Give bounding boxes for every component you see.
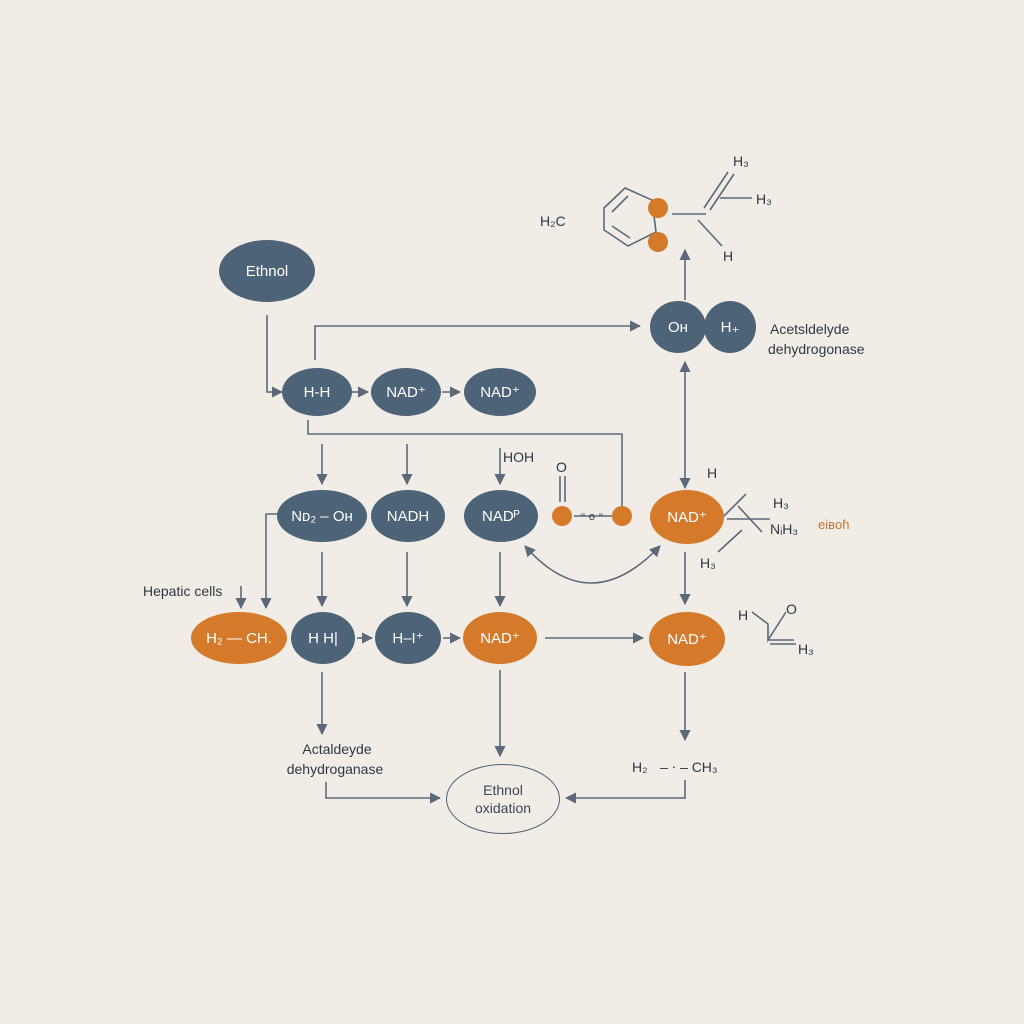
node-ethanol[interactable]: Ethnol bbox=[219, 240, 315, 302]
node-row2-nad-orange-label: NAD⁺ bbox=[667, 509, 707, 526]
node-row1-nad-a[interactable]: NAD⁺ bbox=[371, 368, 441, 416]
arrow-nad-row2-left bbox=[260, 513, 278, 610]
node-oh-label: Oʜ bbox=[668, 318, 688, 336]
label-h3-ald: H₃ bbox=[798, 641, 814, 657]
node-row3-h-i-label: H–I⁺ bbox=[392, 630, 424, 647]
orange-dot-left bbox=[552, 506, 572, 526]
molecule-bonds bbox=[672, 171, 752, 247]
node-row2-n[interactable]: Nᴅ₂ – Oʜ bbox=[277, 490, 367, 542]
arrow-curved bbox=[524, 545, 661, 584]
node-row1-hh[interactable]: H-H bbox=[282, 368, 352, 416]
node-row2-nad-orange[interactable]: NAD⁺ bbox=[650, 490, 724, 544]
label-h2-bottom: H₂ bbox=[632, 759, 648, 775]
label-mol-h: H bbox=[723, 248, 734, 264]
connector-loop-right bbox=[307, 420, 623, 506]
arrow-left-into-oxidation bbox=[325, 782, 442, 804]
node-row1-nad-a-label: NAD⁺ bbox=[386, 384, 426, 401]
node-row1-nad-b-label: NAD⁺ bbox=[480, 384, 520, 401]
bond-o-top bbox=[559, 476, 566, 502]
arrow-right-into-oxidation bbox=[564, 780, 686, 804]
node-row1-nad-b[interactable]: NAD⁺ bbox=[464, 368, 536, 416]
arrow-top-bar-to-oh bbox=[314, 320, 642, 360]
label-h3-lower: H₃ bbox=[700, 555, 716, 571]
label-acetaldehyde-top-2: dehydrogonase bbox=[768, 341, 865, 357]
label-ethoh: eiʙoɦ bbox=[818, 517, 850, 532]
label-mol-h3b: H₃ bbox=[756, 191, 772, 207]
node-row2-nadp[interactable]: NADᴾ bbox=[464, 490, 538, 542]
node-oh[interactable]: Oʜ bbox=[650, 301, 706, 353]
node-row3-nad-b-label: NAD⁺ bbox=[667, 631, 707, 648]
bond-aldehyde bbox=[751, 611, 796, 645]
label-h3-right: H₃ bbox=[773, 495, 789, 511]
node-row1-hh-label: H-H bbox=[303, 383, 331, 401]
node-row2-nadh[interactable]: NADH bbox=[371, 490, 445, 542]
node-h-plus-label: H₊ bbox=[720, 319, 740, 336]
node-row3-nad-b[interactable]: NAD⁺ bbox=[649, 612, 725, 666]
label-dash-mid: ⁼ o ⁼ bbox=[580, 511, 604, 523]
label-acetaldehyde-top-1: Acetsldelyde bbox=[770, 321, 850, 337]
node-row2-nadh-label: NADH bbox=[386, 507, 430, 525]
orange-dot-right bbox=[612, 506, 632, 526]
node-row3-hhh[interactable]: H H| bbox=[291, 612, 355, 664]
node-ethanol-oxidation-line2: oxidation bbox=[474, 800, 532, 816]
label-acetaldehyde-bottom-1: Actaldeyde bbox=[302, 741, 372, 757]
node-row3-hhh-label: H H| bbox=[308, 629, 338, 647]
node-row3-nad-a-label: NAD⁺ bbox=[480, 630, 520, 647]
node-h-plus[interactable]: H₊ bbox=[704, 301, 756, 353]
label-h-right: H bbox=[707, 465, 718, 481]
node-row3-h-ch[interactable]: H₂ — CH. bbox=[191, 612, 287, 664]
node-ethanol-oxidation-line1: Ethnol bbox=[483, 782, 523, 798]
label-mol-h3a: H₃ bbox=[733, 153, 749, 169]
node-row3-h-ch-label: H₂ — CH. bbox=[206, 629, 272, 647]
label-h-o: H bbox=[738, 607, 749, 623]
node-row3-h-i[interactable]: H–I⁺ bbox=[375, 612, 441, 664]
arrow-ethanol-to-hh bbox=[266, 315, 284, 398]
node-row2-nadp-label: NADᴾ bbox=[482, 507, 520, 525]
molecule-dot-2 bbox=[648, 232, 668, 252]
node-row3-nad-a[interactable]: NAD⁺ bbox=[463, 612, 537, 664]
label-hoh: HOH bbox=[503, 449, 535, 465]
bond-right-nad-1 bbox=[723, 493, 770, 520]
label-mol-h2c: H₂C bbox=[540, 213, 566, 229]
label-o-top: O bbox=[556, 459, 567, 475]
bond-right-nad-2 bbox=[717, 505, 763, 553]
label-acetaldehyde-bottom-2: dehydroganase bbox=[286, 761, 384, 777]
label-hepatic-cells: Hepatic cells bbox=[143, 583, 223, 599]
node-row2-n-label: Nᴅ₂ – Oʜ bbox=[291, 507, 353, 525]
label-o-right: O bbox=[786, 601, 797, 617]
label-ch3-bottom: – ⋅ – CH₃ bbox=[660, 759, 718, 775]
label-nh3: NᵢH₃ bbox=[770, 521, 799, 537]
molecule-dot-1 bbox=[648, 198, 668, 218]
node-ethanol-oxidation[interactable]: Ethnol oxidation bbox=[446, 764, 560, 834]
node-ethanol-label: Ethnol bbox=[245, 262, 289, 280]
